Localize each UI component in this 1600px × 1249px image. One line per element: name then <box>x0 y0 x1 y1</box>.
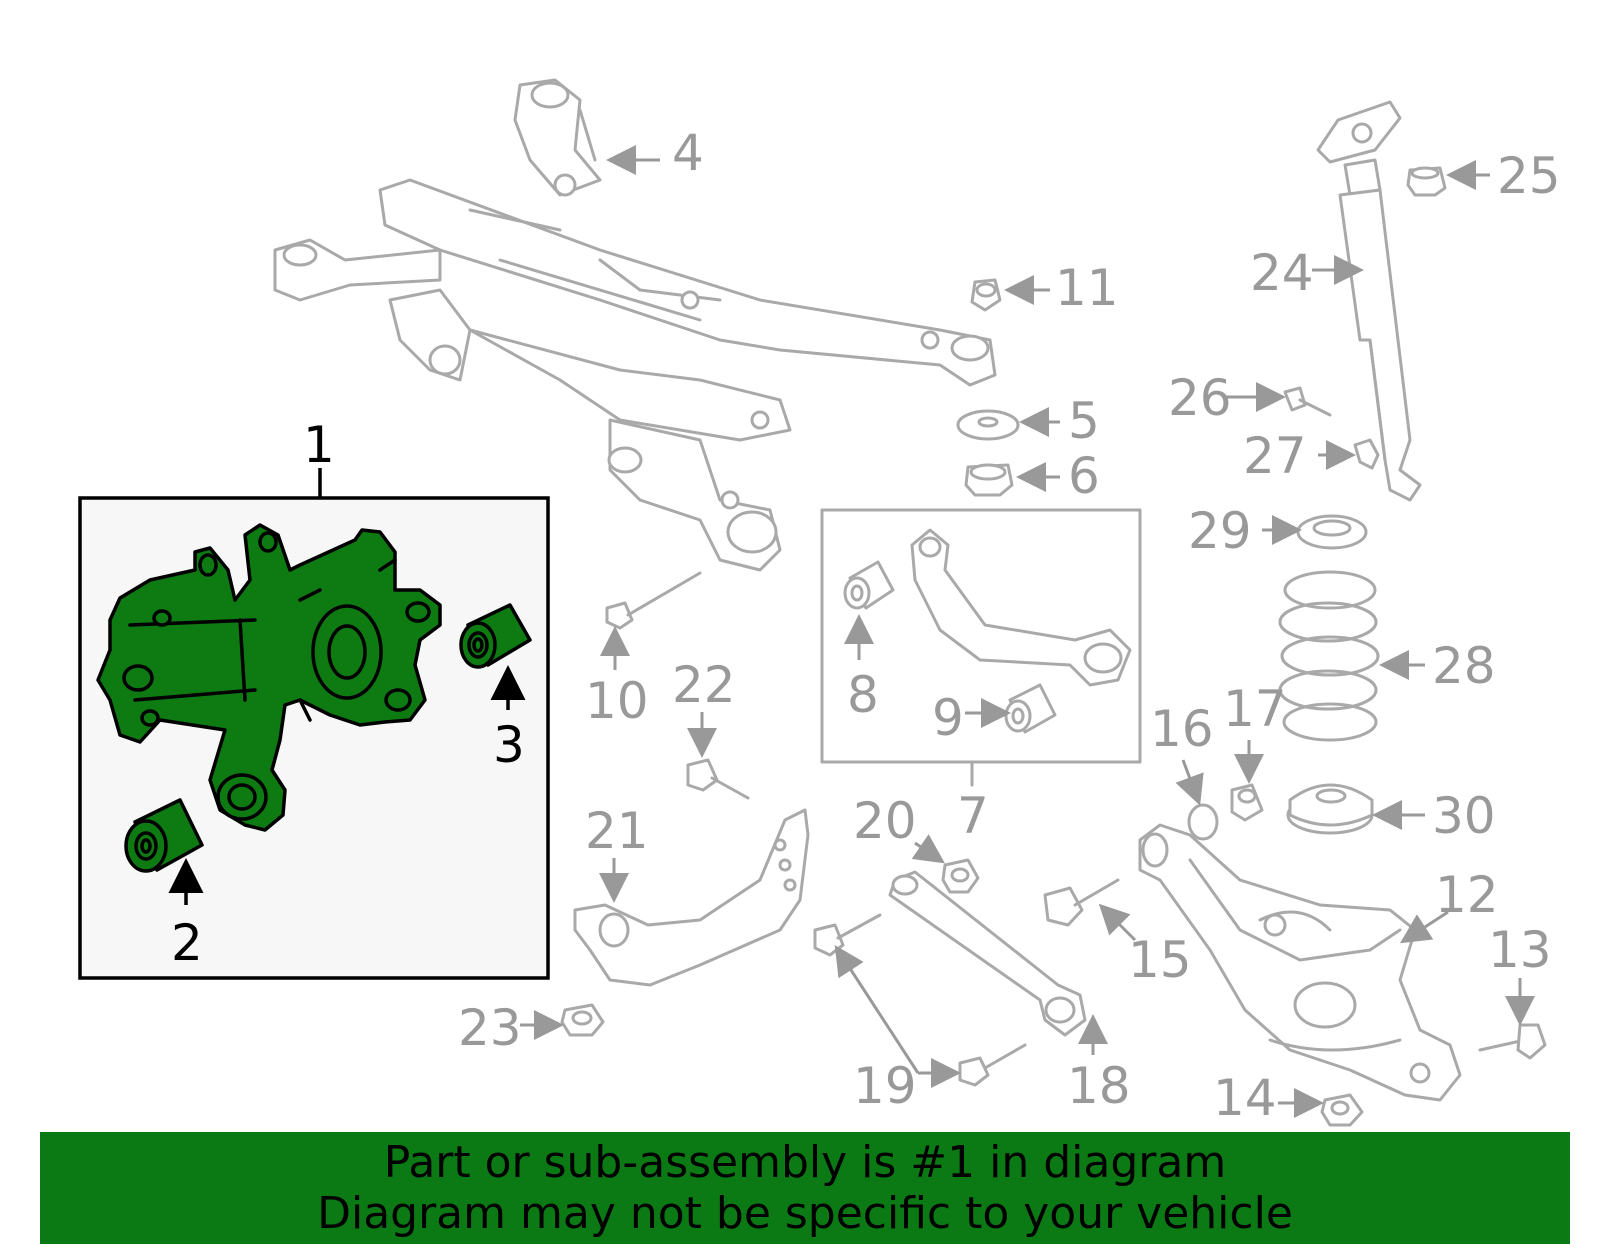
callout-27: 27 <box>1243 427 1307 485</box>
bolt-part-13[interactable] <box>1478 1023 1547 1060</box>
callout-7: 7 <box>957 787 989 845</box>
callout-21: 21 <box>585 802 649 860</box>
callout-13: 13 <box>1488 921 1552 979</box>
callout-1: 1 <box>303 416 335 474</box>
callout-8: 8 <box>847 666 879 724</box>
link-part-18[interactable] <box>888 870 1087 1037</box>
callout-10: 10 <box>585 672 649 730</box>
callout-28: 28 <box>1432 637 1496 695</box>
notice-banner: Part or sub-assembly is #1 in diagram Di… <box>40 1132 1570 1244</box>
bolt-part-26[interactable] <box>1283 386 1332 417</box>
clip-part-27[interactable] <box>1353 438 1380 470</box>
callout-20: 20 <box>853 792 917 850</box>
bolt-part-22[interactable] <box>686 758 750 800</box>
callout-30: 30 <box>1432 787 1496 845</box>
callout-18: 18 <box>1067 1057 1131 1115</box>
callout-24: 24 <box>1250 244 1314 302</box>
callout-26: 26 <box>1168 369 1232 427</box>
o-ring-part-16[interactable] <box>1187 803 1219 841</box>
nut-part-14[interactable] <box>1320 1093 1364 1127</box>
spring-seat-part-30[interactable] <box>1286 783 1374 835</box>
bolt-part-19-b[interactable] <box>958 1043 1027 1087</box>
subframe-part[interactable] <box>273 78 997 572</box>
nut-part-6[interactable] <box>964 463 1014 497</box>
callout-14: 14 <box>1213 1069 1277 1127</box>
callout-16: 16 <box>1150 700 1214 758</box>
callout-5: 5 <box>1068 392 1100 450</box>
nut-part-23[interactable] <box>560 1003 605 1037</box>
bushing-part-17[interactable] <box>1230 783 1264 822</box>
bushing-part-9[interactable] <box>1004 683 1057 734</box>
callout-9: 9 <box>932 689 964 747</box>
notice-line-2: Diagram may not be specific to your vehi… <box>317 1188 1293 1239</box>
callout-6: 6 <box>1068 447 1100 505</box>
upper-arm-part[interactable] <box>910 528 1132 687</box>
bolt-part-19-a[interactable] <box>813 913 882 957</box>
bolt-part-15[interactable] <box>1043 878 1120 927</box>
callout-19: 19 <box>853 1057 917 1115</box>
nut-part-11[interactable] <box>970 278 1002 312</box>
washer-part-5[interactable] <box>956 409 1020 441</box>
callout-17: 17 <box>1223 680 1287 738</box>
callout-22: 22 <box>672 656 736 714</box>
bushing-part-8[interactable] <box>843 560 895 610</box>
knuckle-part-1[interactable] <box>96 523 442 832</box>
callout-25: 25 <box>1497 147 1561 205</box>
bolt-part-10[interactable] <box>605 571 702 630</box>
coil-spring-part-28[interactable] <box>1278 570 1380 742</box>
callout-11: 11 <box>1055 259 1119 317</box>
bushing-part-2[interactable] <box>124 798 204 873</box>
callout-4: 4 <box>672 124 704 182</box>
notice-line-1: Part or sub-assembly is #1 in diagram <box>383 1137 1227 1188</box>
trailing-arm-part-21[interactable] <box>573 808 810 987</box>
nut-part-20[interactable] <box>941 858 980 894</box>
callout-15: 15 <box>1128 931 1192 989</box>
bushing-part-3[interactable] <box>459 603 532 669</box>
callout-3: 3 <box>493 716 525 774</box>
lower-control-arm-part-12[interactable] <box>1138 823 1462 1102</box>
callout-29: 29 <box>1188 502 1252 560</box>
spring-insulator-part-29[interactable] <box>1296 514 1368 550</box>
callout-23: 23 <box>458 999 522 1057</box>
callout-2: 2 <box>171 914 203 972</box>
nut-part-25[interactable] <box>1406 166 1447 197</box>
callout-12: 12 <box>1435 866 1499 924</box>
